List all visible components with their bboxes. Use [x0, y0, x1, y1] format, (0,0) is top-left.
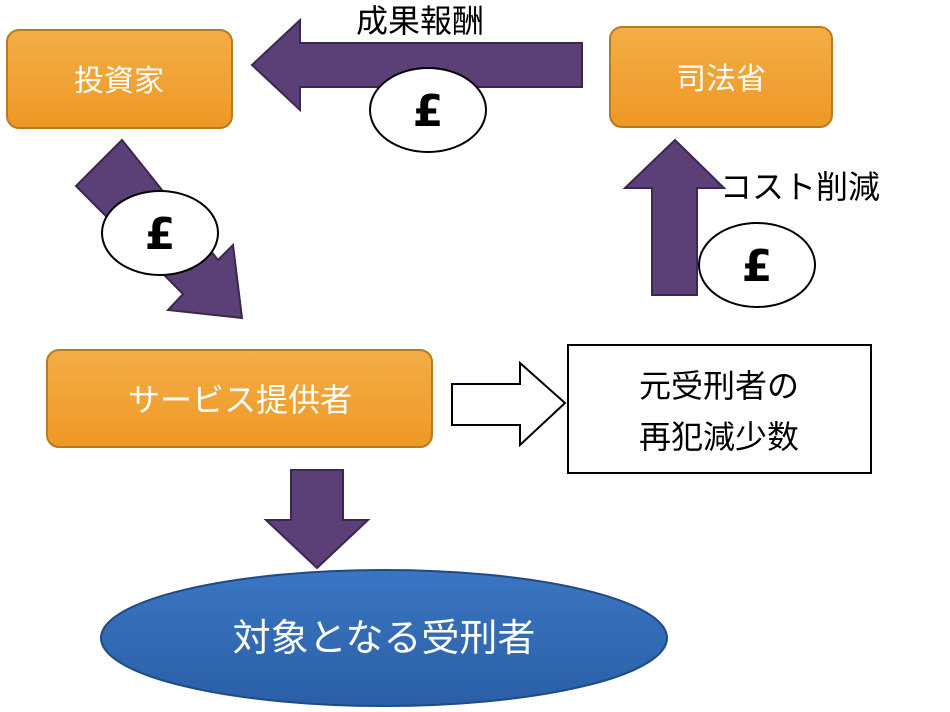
arrow-provider-to-target: [263, 469, 371, 570]
arrow-outcome-to-ministry: [622, 138, 727, 296]
node-provider-label: サービス提供者: [128, 381, 352, 419]
node-investor-label: 投資家: [74, 64, 164, 99]
node-investor: 投資家: [6, 29, 233, 129]
label-outcome-payment: 成果報酬: [356, 2, 484, 40]
coin-right: £: [698, 222, 816, 308]
node-target-label: 対象となる受刑者: [233, 616, 536, 660]
coin-top: £: [369, 67, 487, 153]
node-outcome-line1: 元受刑者の: [639, 367, 799, 405]
arrow-ministry-to-investor: [250, 17, 583, 113]
node-ministry-label: 司法省: [676, 62, 766, 97]
label-cost-reduction: コスト削減: [720, 168, 880, 206]
node-provider: サービス提供者: [46, 349, 433, 448]
coin-symbol: £: [413, 86, 444, 137]
coin-symbol: £: [742, 241, 773, 292]
coin-symbol: £: [145, 209, 176, 260]
arrow-provider-to-outcome: [451, 360, 567, 448]
node-outcome: 元受刑者の 再犯減少数: [567, 344, 872, 474]
coin-left: £: [101, 190, 219, 276]
node-outcome-line2: 再犯減少数: [639, 418, 799, 456]
node-target: 対象となる受刑者: [100, 569, 668, 707]
node-ministry: 司法省: [609, 26, 833, 128]
